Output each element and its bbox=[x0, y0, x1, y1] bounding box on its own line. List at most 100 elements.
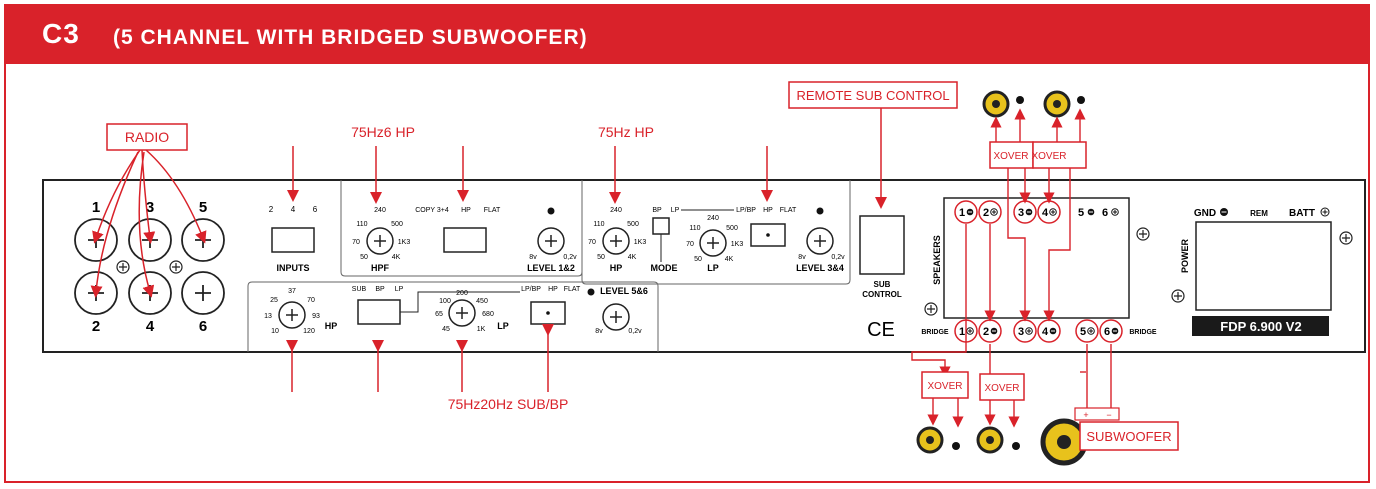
led-indicator bbox=[816, 207, 824, 215]
amplifier-panel bbox=[42, 179, 1366, 353]
svg-text:LP: LP bbox=[671, 207, 680, 214]
svg-text:LP/BP: LP/BP bbox=[736, 207, 756, 214]
config-title: (5 CHANNEL WITH BRIDGED SUBWOOFER) bbox=[113, 26, 588, 49]
svg-text:1: 1 bbox=[959, 207, 965, 219]
subwoofer-terminal bbox=[1074, 407, 1120, 421]
svg-text:450: 450 bbox=[476, 298, 488, 305]
svg-text:HP: HP bbox=[763, 207, 773, 214]
sub-freq-annotation: 75Hz20Hz SUB/BP bbox=[448, 396, 569, 412]
svg-text:70: 70 bbox=[588, 239, 596, 246]
svg-text:LP/BP: LP/BP bbox=[521, 286, 541, 293]
gnd-label: GND bbox=[1194, 208, 1216, 219]
svg-text:240: 240 bbox=[707, 215, 719, 222]
svg-text:13: 13 bbox=[264, 313, 272, 320]
radio-callout-label: RADIO bbox=[125, 129, 169, 145]
led-indicator bbox=[587, 288, 595, 296]
svg-text:COPY 3+4: COPY 3+4 bbox=[415, 207, 449, 214]
svg-text:BRIDGE: BRIDGE bbox=[921, 329, 949, 336]
led-indicator bbox=[547, 207, 555, 215]
lower-control-area bbox=[247, 281, 659, 352]
svg-text:+: + bbox=[1083, 410, 1088, 420]
diagram-frame bbox=[4, 4, 1370, 483]
svg-text:0,2v: 0,2v bbox=[628, 328, 642, 335]
svg-text:45: 45 bbox=[442, 326, 450, 333]
svg-text:6: 6 bbox=[1102, 207, 1108, 219]
header-bar: C3 (5 CHANNEL WITH BRIDGED SUBWOOFER) bbox=[6, 6, 1368, 64]
svg-text:0,2v: 0,2v bbox=[563, 254, 577, 261]
svg-text:8v: 8v bbox=[529, 254, 537, 261]
svg-text:70: 70 bbox=[307, 297, 315, 304]
svg-text:70: 70 bbox=[686, 241, 694, 248]
channel-label-1: 1 bbox=[92, 199, 100, 216]
xover-bot-2-label: XOVER bbox=[984, 383, 1019, 394]
model-name: FDP 6.900 V2 bbox=[1220, 319, 1301, 334]
top-terminals: 1 2 3 4 5 6 bbox=[954, 200, 1119, 224]
channel-label-5: 5 bbox=[199, 199, 207, 216]
lp34-knob-group: 240 110 500 70 1K3 50 4K LP bbox=[686, 215, 743, 273]
bottom-speaker-wiring bbox=[927, 344, 1112, 428]
mode-switch[interactable] bbox=[652, 217, 670, 235]
batt-label: BATT bbox=[1289, 208, 1315, 219]
speaker-icon bbox=[916, 426, 960, 454]
svg-text:HP: HP bbox=[548, 286, 558, 293]
remote-callout-box bbox=[788, 81, 958, 109]
svg-text:37: 37 bbox=[288, 288, 296, 295]
hpf12-freq-annotation: 75Hz6 HP bbox=[351, 124, 415, 140]
hpf12-knob-group: 240 110 500 70 1K3 50 4K HPF bbox=[352, 207, 410, 273]
terminal-1-top[interactable] bbox=[954, 200, 978, 224]
svg-text:FLAT: FLAT bbox=[780, 207, 797, 214]
svg-text:110: 110 bbox=[689, 225, 700, 232]
svg-text:HP: HP bbox=[325, 321, 338, 331]
sub-mode-switch[interactable] bbox=[357, 299, 401, 325]
speaker-icon bbox=[976, 426, 1020, 454]
svg-text:CONTROL: CONTROL bbox=[862, 290, 902, 299]
inputs-switch[interactable] bbox=[271, 227, 315, 253]
radio-arrows bbox=[90, 149, 207, 298]
channel-label-2: 2 bbox=[92, 318, 100, 335]
svg-text:SUB: SUB bbox=[352, 286, 367, 293]
rem-label: REM bbox=[1250, 209, 1268, 218]
svg-text:LP: LP bbox=[395, 286, 404, 293]
svg-text:100: 100 bbox=[439, 298, 451, 305]
svg-text:240: 240 bbox=[610, 207, 622, 214]
xover-bot-2-box bbox=[979, 373, 1025, 401]
svg-text:50: 50 bbox=[597, 254, 605, 261]
channel-label-6: 6 bbox=[199, 318, 207, 335]
svg-text:10: 10 bbox=[271, 328, 279, 335]
terminal-6-bottom[interactable] bbox=[1099, 319, 1123, 343]
subwoofer-callout-label: SUBWOOFER bbox=[1086, 429, 1171, 444]
inputs-pos-4: 4 bbox=[291, 205, 296, 214]
svg-text:5: 5 bbox=[1078, 207, 1084, 219]
svg-text:LP: LP bbox=[707, 263, 719, 273]
svg-text:4: 4 bbox=[1042, 207, 1049, 219]
sub-lp-knob-group: 200 100 450 65 680 45 1K LP bbox=[435, 290, 509, 333]
svg-text:4K: 4K bbox=[628, 254, 637, 261]
svg-text:MODE: MODE bbox=[651, 263, 678, 273]
svg-text:BP: BP bbox=[652, 207, 662, 214]
sub-control-port[interactable] bbox=[859, 215, 905, 275]
svg-text:5: 5 bbox=[1080, 326, 1086, 338]
svg-text:FLAT: FLAT bbox=[564, 286, 581, 293]
channel-label-4: 4 bbox=[146, 318, 155, 335]
svg-text:50: 50 bbox=[360, 254, 368, 261]
svg-text:SUB: SUB bbox=[874, 280, 891, 289]
svg-text:1K3: 1K3 bbox=[634, 239, 647, 246]
terminal-5-bottom[interactable] bbox=[1075, 319, 1099, 343]
terminal-2-top[interactable] bbox=[978, 200, 1002, 224]
sub-mode-link bbox=[400, 291, 520, 313]
xover-bot-1-label: XOVER bbox=[927, 381, 962, 392]
svg-text:BRIDGE: BRIDGE bbox=[1129, 329, 1157, 336]
inputs-pos-2: 2 bbox=[269, 205, 274, 214]
sub-hp-knob-group: 37 25 70 13 93 10 120 HP bbox=[264, 288, 337, 335]
svg-text:FLAT: FLAT bbox=[484, 207, 501, 214]
svg-text:120: 120 bbox=[303, 328, 315, 335]
svg-text:500: 500 bbox=[726, 225, 738, 232]
copy-switch[interactable] bbox=[443, 227, 487, 253]
svg-text:25: 25 bbox=[270, 297, 278, 304]
svg-text:LP: LP bbox=[497, 321, 509, 331]
svg-text:1K3: 1K3 bbox=[398, 239, 411, 246]
power-terminal-block bbox=[1195, 221, 1332, 311]
svg-text:2: 2 bbox=[983, 326, 989, 338]
svg-text:HP: HP bbox=[610, 263, 623, 273]
